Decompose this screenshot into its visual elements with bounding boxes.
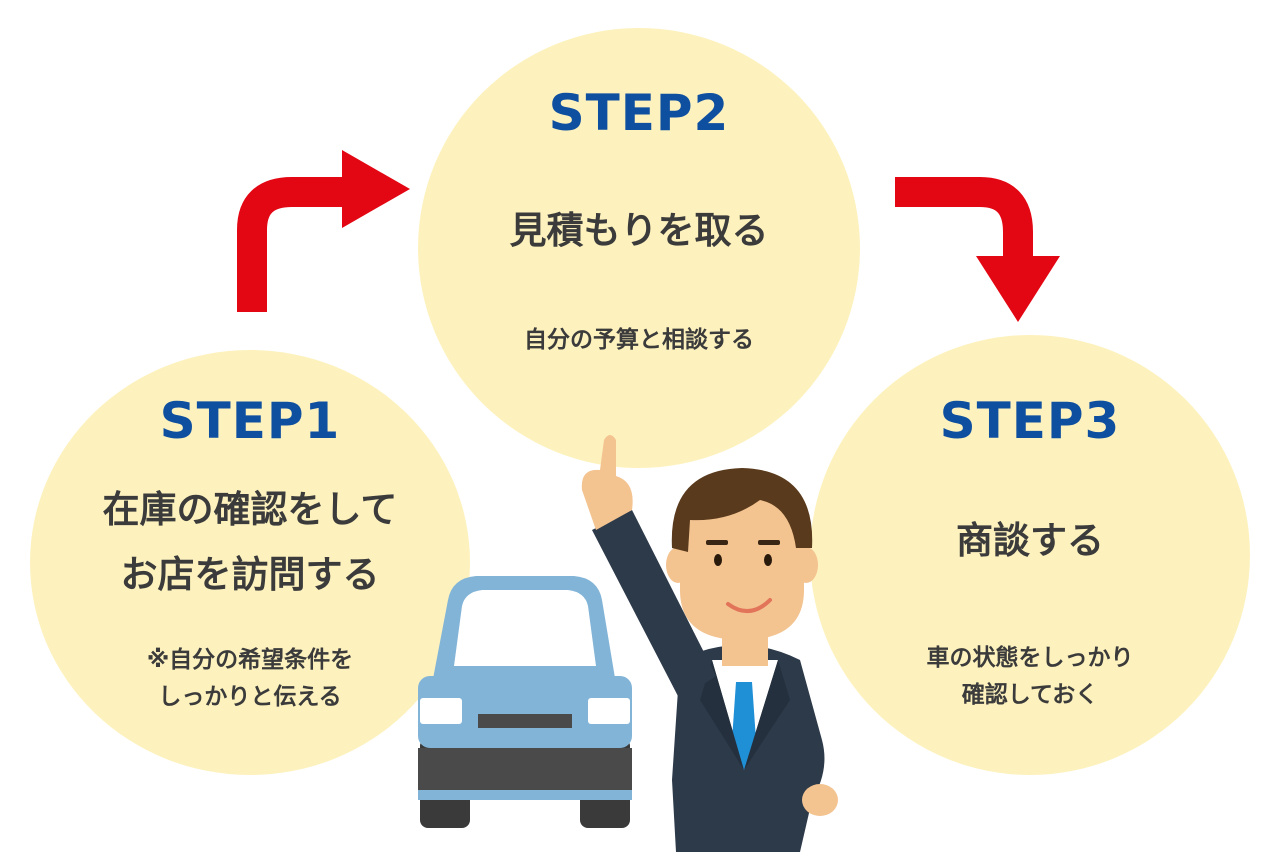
step1-title-line2: お店を訪問する [120,553,380,596]
step2-circle: STEP2 見積もりを取る 自分の予算と相談する [418,28,860,468]
step1-circle: STEP1 在庫の確認をして お店を訪問する ※自分の希望条件を しっかりと伝え… [30,350,470,775]
step3-note-line2: 確認しておく [961,682,1099,708]
step3-title: 商談する [956,519,1104,562]
step3-label: STEP3 [939,392,1121,450]
step2-label: STEP2 [548,84,730,142]
step2-title: 見積もりを取る [509,209,769,252]
step1-note-line2: しっかりと伝える [158,684,342,710]
arrow-step1-to-step2 [237,150,410,312]
step1-note-line1: ※自分の希望条件を [146,647,354,673]
step1-label: STEP1 [159,392,341,450]
arrow-step2-to-step3 [895,177,1060,322]
pointing-businessman-illustration [581,435,838,852]
car-illustration [418,576,632,828]
step3-circle: STEP3 商談する 車の状態をしっかり 確認しておく [810,335,1250,775]
step3-note-line1: 車の状態をしっかり [926,645,1134,671]
step1-title-line1: 在庫の確認をして [102,488,398,531]
step2-note: 自分の予算と相談する [524,327,754,353]
